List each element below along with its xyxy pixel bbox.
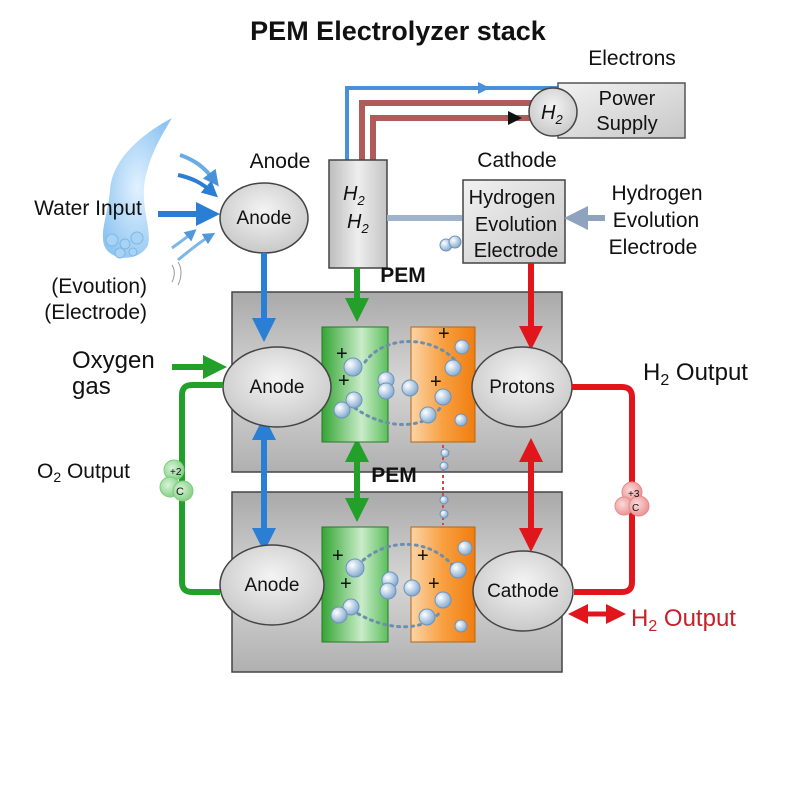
power-supply: Power Supply H2: [528, 82, 686, 139]
proton-icon: [401, 379, 419, 397]
anode-ellipse-lower-label: Anode: [245, 575, 300, 596]
o2-molecule-icon: +2 C: [159, 459, 194, 502]
right-label-line2: Evolution: [613, 209, 699, 232]
proton-icon: [457, 540, 473, 556]
cathode-heading: Cathode: [477, 149, 556, 172]
cathode-ellipse-label: Cathode: [487, 581, 559, 602]
right-label-line3: Electrode: [609, 236, 698, 259]
plus-sign: +: [336, 343, 348, 365]
cathode-box-line3: Electrode: [474, 240, 559, 262]
oxygen-gas-line2: gas: [72, 373, 111, 400]
oxygen-gas-line1: Oxygen: [72, 347, 155, 374]
proton-icon: [377, 382, 395, 400]
plus-sign: +: [332, 545, 344, 567]
proton-icon: [345, 558, 365, 578]
electrons-label: Electrons: [588, 47, 676, 70]
plus-sign: +: [438, 323, 450, 345]
cathode-ellipse: [472, 550, 574, 632]
water-input-label: Water Input: [34, 197, 142, 220]
plus-sign: +: [340, 573, 352, 595]
electron-wires: [345, 82, 560, 160]
proton-icon: [449, 561, 467, 579]
membrane-upper: + + + +: [321, 323, 476, 443]
proton-icon: [454, 619, 468, 633]
proton-icon: [403, 579, 421, 597]
diagram-title: PEM Electrolyzer stack: [250, 16, 547, 46]
wire-red-outer: [359, 100, 560, 160]
svg-text:+3: +3: [628, 489, 640, 500]
evolution-label: (Evoution): [51, 275, 147, 298]
proton-icon: [434, 388, 452, 406]
proton-icon: [345, 391, 363, 409]
h2-molecule-icon: +3 C: [614, 481, 650, 517]
anode-ellipse-upper-label: Anode: [250, 377, 305, 398]
molecule-icon: [439, 235, 462, 252]
wire-red-inner: [370, 115, 540, 160]
proton-icon: [333, 401, 351, 419]
wire-blue-arrow-icon: [478, 82, 490, 94]
proton-icon: [444, 359, 462, 377]
h2-output-top-label: H2 Output: [643, 359, 748, 389]
proton-icon: [454, 413, 468, 427]
water-input-arrows: [158, 153, 220, 262]
plus-sign: +: [428, 573, 440, 595]
membrane-green-upper: [321, 326, 389, 443]
proton-icon: [418, 608, 436, 626]
h2-column-line2: H2: [347, 211, 369, 236]
h2-column: [328, 159, 388, 269]
proton-icon: [343, 357, 363, 377]
right-label-line1: Hydrogen: [611, 182, 702, 205]
h2-badge-h: H2: [541, 102, 563, 127]
electrode-label: (Electrode): [44, 301, 147, 324]
h2-output-bottom-label: H2 Output: [631, 605, 736, 635]
svg-text:C: C: [176, 486, 184, 498]
wire-black-arrow-icon: [508, 111, 522, 125]
h2-column-line1: H2: [343, 183, 365, 208]
proton-icon: [342, 598, 360, 616]
anode-ellipse-lower: [219, 544, 325, 626]
anode-heading: Anode: [250, 150, 311, 173]
cathode-box: [462, 179, 566, 264]
svg-text:+2: +2: [170, 467, 182, 478]
power-supply-line1: Power: [599, 88, 656, 110]
proton-icon: [454, 339, 470, 355]
pem-label-mid: PEM: [371, 464, 417, 487]
plus-sign: +: [417, 545, 429, 567]
proton-chain-icon: [439, 445, 450, 525]
power-supply-line2: Supply: [596, 113, 657, 135]
cathode-box-line1: Hydrogen: [469, 187, 556, 209]
protons-ellipse-label: Protons: [489, 377, 554, 398]
water-drop-icon: [102, 118, 182, 286]
proton-icon: [419, 406, 437, 424]
svg-text:C: C: [632, 503, 639, 514]
proton-icon: [379, 582, 397, 600]
proton-icon: [330, 606, 348, 624]
proton-icon: [434, 591, 452, 609]
h2-badge: [528, 87, 578, 137]
o2-output-label: O2 Output: [37, 460, 130, 485]
anode-ellipse-top-label: Anode: [237, 208, 292, 229]
cathode-box-line2: Evolution: [475, 214, 557, 236]
power-supply-box: [557, 82, 686, 139]
plus-sign: +: [338, 370, 350, 392]
membrane-lower: + + + +: [321, 526, 476, 643]
plus-sign: +: [430, 371, 442, 393]
pem-label-top: PEM: [380, 264, 426, 287]
